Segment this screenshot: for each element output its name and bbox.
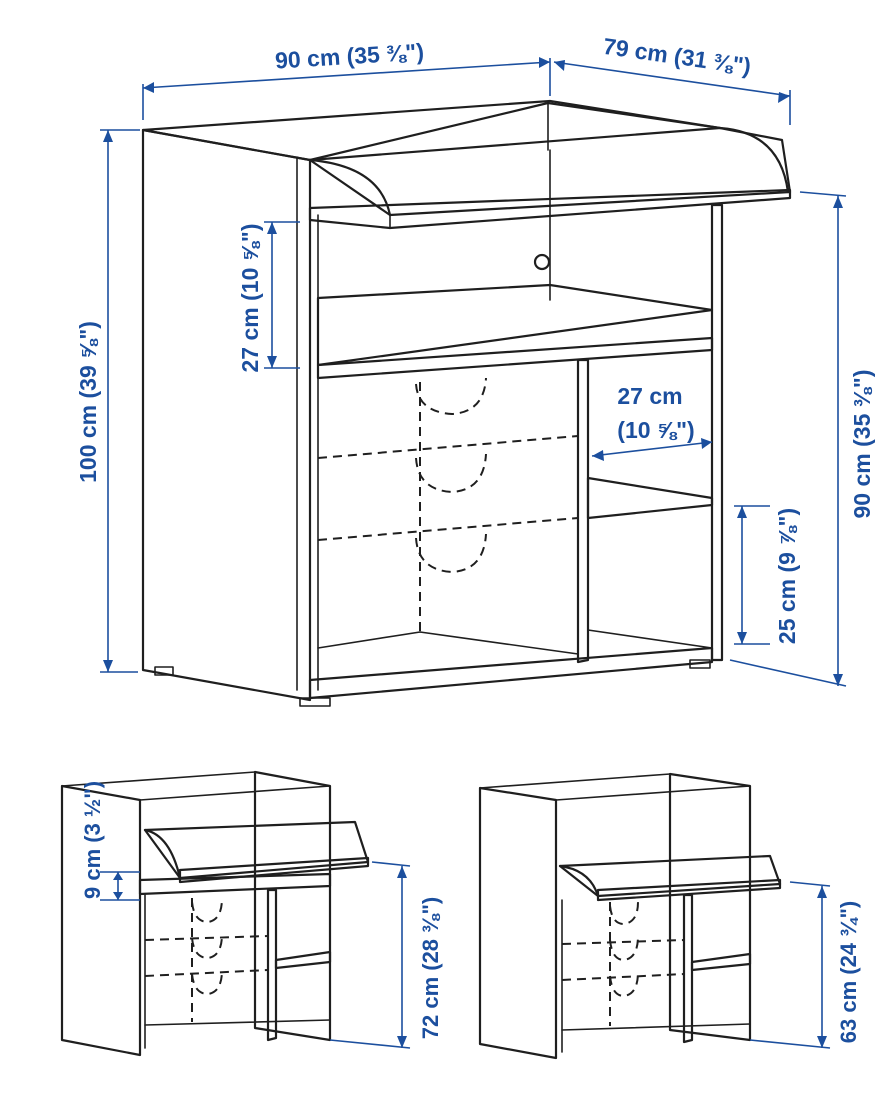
- side-compartment-width-label: 27 cm: [617, 383, 682, 409]
- upper-shelf: [316, 283, 714, 367]
- foot: [154, 666, 174, 676]
- main-changing-table-drawing: [141, 99, 792, 707]
- side-compartment-height-label: 25 cm (9 ⅞"): [774, 508, 800, 644]
- foot: [299, 697, 331, 707]
- left-side-panel: [141, 128, 312, 702]
- right-side-panel: [710, 203, 724, 662]
- top-width-label: 90 cm (35 ⅜"): [274, 38, 424, 73]
- table-height-label: 90 cm (35 ⅜"): [849, 370, 875, 519]
- low-position-dimension-lines: [749, 881, 831, 1049]
- low-position-drawing: [478, 772, 782, 1060]
- foot: [689, 659, 711, 669]
- main-dimension-lines: [100, 57, 847, 687]
- bottom-plinth: [308, 646, 714, 700]
- tray-support-shelf: [138, 872, 332, 896]
- side-compartment-width-inch-label: (10 ⅝"): [617, 417, 694, 443]
- drawer-handle: [415, 453, 487, 494]
- drawer-handle: [415, 533, 487, 574]
- drawer-handle: [415, 377, 487, 416]
- overall-height-label: 100 cm (39 ⅝"): [75, 321, 101, 483]
- middle-position-dimension-lines: [100, 861, 411, 1049]
- center-divider: [576, 358, 590, 664]
- upper-compartment-height-label: 27 cm (10 ⅝"): [237, 224, 263, 373]
- tray-clearance-label-top: 9 cm (3 ½"): [80, 781, 105, 899]
- middle-position-height-label: 72 cm (28 ⅜"): [418, 897, 443, 1040]
- side-shelf: [586, 476, 714, 520]
- middle-position-drawing: [60, 770, 370, 1057]
- low-position-height-label: 63 cm (24 ¾"): [836, 901, 861, 1044]
- cable-hole: [533, 253, 551, 271]
